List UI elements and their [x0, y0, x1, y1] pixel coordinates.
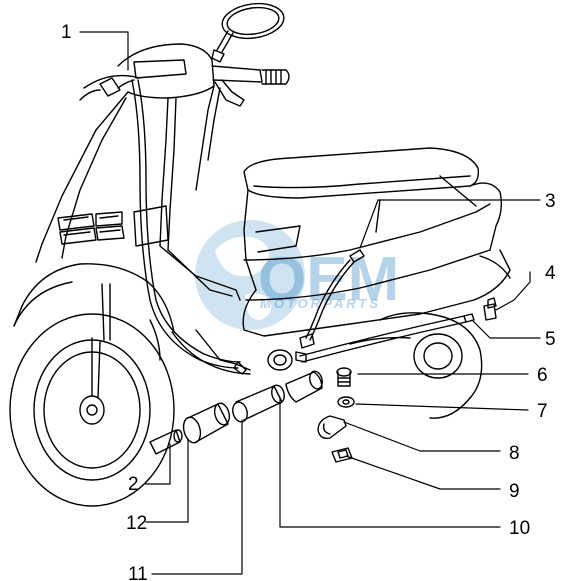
- mirror: [211, 2, 285, 63]
- callout-3: 3: [545, 191, 556, 212]
- callout-12: 12: [126, 513, 147, 534]
- part-12-sleeve: [182, 402, 231, 444]
- front-wheel: [9, 263, 175, 507]
- callout-7: 7: [537, 401, 548, 422]
- callout-2: 2: [128, 474, 139, 495]
- cable-5: [295, 313, 475, 363]
- watermark-title: OEM: [258, 245, 399, 314]
- callout-6: 6: [537, 365, 548, 386]
- grommet: [267, 349, 293, 371]
- callout-1: 1: [61, 22, 72, 43]
- part-2-cap: [149, 429, 183, 455]
- callout-10: 10: [509, 518, 530, 539]
- part-10-boot: [285, 370, 323, 403]
- front-shield: [35, 43, 221, 263]
- watermark-subtitle: MOTORPARTS: [260, 296, 381, 311]
- main-cable: [117, 79, 247, 375]
- callout-4: 4: [545, 263, 556, 284]
- callout-9: 9: [509, 481, 520, 502]
- callout-8: 8: [509, 443, 520, 464]
- seat: [243, 147, 480, 199]
- leader-lines: [79, 31, 541, 575]
- callout-5: 5: [545, 329, 556, 350]
- part-6-screw: [336, 367, 352, 387]
- watermark-logo: [195, 220, 305, 330]
- rear-body: [242, 175, 511, 337]
- cable-3: [299, 249, 365, 349]
- handlebar: [79, 65, 290, 107]
- part-7-washer: [337, 396, 355, 408]
- rear-wheel: [349, 312, 483, 419]
- part-4-bolt: [483, 297, 497, 321]
- callout-11: 11: [128, 564, 148, 581]
- part-8-clamp: [317, 415, 347, 440]
